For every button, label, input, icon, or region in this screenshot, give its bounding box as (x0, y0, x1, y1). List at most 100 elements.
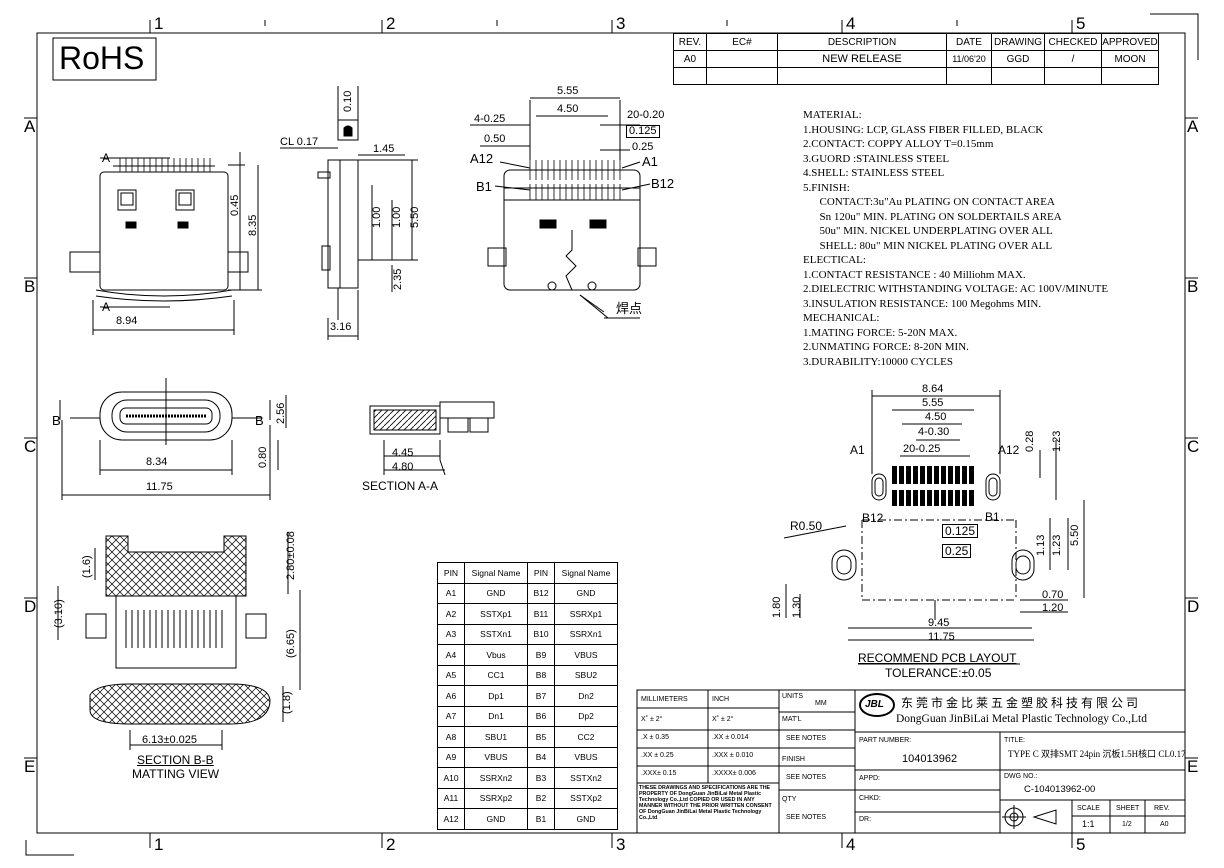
zone-left-e: E (24, 757, 36, 776)
pin-cell: B7 (527, 685, 555, 707)
tb-dr: DR: (859, 816, 872, 823)
zone-ticks (24, 20, 1198, 848)
description-header: DESCRIPTION (777, 33, 947, 51)
rear-dim-1: 8.34 (146, 456, 168, 468)
pin-cell: B1 (527, 808, 555, 830)
drawing-header: DRAWING (991, 33, 1045, 51)
top-dim-1: 5.55 (557, 85, 579, 97)
top-label-a1: A1 (642, 154, 658, 169)
spec-notes: MATERIAL: 1.HOUSING: LCP, GLASS FIBER FI… (803, 109, 1109, 368)
checked-value: / (1044, 50, 1102, 68)
side-dim-2: 0.10 (342, 90, 354, 112)
pcb-dim-5: 20-0.25 (903, 443, 941, 455)
tb-scale: 1:1 (1082, 819, 1095, 829)
zone-left-c: C (24, 437, 37, 456)
pin-cell: B10 (527, 623, 555, 645)
side-dim-5: 5.50 (409, 206, 421, 228)
projection-symbol-icon (1002, 805, 1057, 829)
pin-cell: A7 (437, 705, 465, 727)
pcb-dim-18: 0.70 (1042, 589, 1064, 601)
side-cl-dim: CL 0.17 (280, 136, 319, 148)
side-dim-6: 2.35 (392, 268, 404, 290)
pin-cell: A9 (437, 746, 465, 768)
pcb-dim-22: 9.45 (928, 617, 950, 629)
pin-cell: B6 (527, 705, 555, 727)
tb-chkd: CHKD: (859, 795, 881, 802)
pin-header-a: PIN (437, 562, 465, 584)
pcb-dim-7: 1.23 (1051, 430, 1063, 452)
date-header: DATE (946, 33, 992, 51)
rear-section-mark-left: B (52, 413, 61, 428)
pin-cell: B11 (527, 603, 555, 625)
tb-company-en: DongGuan JinBiLai Metal Plastic Technolo… (896, 713, 1147, 725)
pcb-dim-16: 1.23 (1051, 534, 1063, 556)
zone-left-b: B (24, 277, 36, 296)
signal-cell: SSTXp1 (464, 603, 528, 625)
section-bb-dim-3: 2.80±0.08 (285, 531, 297, 580)
signal-cell: Dp2 (554, 705, 618, 727)
pin-cell: B5 (527, 726, 555, 748)
zone-bottom-3: 3 (616, 835, 626, 854)
signal-cell: GND (464, 582, 528, 604)
zone-bottom-5: 5 (1076, 835, 1086, 854)
tb-tol-in-2: .XXX ± 0.010 (712, 752, 754, 759)
pin-cell: B3 (527, 767, 555, 789)
pcb-dim-2: 5.55 (922, 397, 944, 409)
approved-value: MOON (1101, 50, 1159, 68)
tb-dwg-no: C-104013962-00 (1024, 784, 1096, 795)
pcb-dim-19: 1.20 (1042, 602, 1064, 614)
section-bb-dim-4: (6.65) (285, 629, 297, 658)
tb-units-value: MM (815, 700, 827, 707)
top-solder-label: 焊点 (616, 301, 643, 316)
tb-tol-in-1: .XX ± 0.014 (712, 734, 749, 741)
top-label-a12: A12 (470, 151, 494, 166)
top-view (470, 97, 657, 319)
zone-top-1: 1 (154, 14, 164, 33)
tb-sheet-label: SHEET (1116, 805, 1140, 812)
zone-right-c: C (1187, 437, 1200, 456)
pcb-dim-23: 11.75 (928, 631, 955, 643)
pcb-dim-14: 0.25 (942, 544, 972, 558)
tb-rev-label: REV. (1154, 805, 1170, 812)
pin-cell: A8 (437, 726, 465, 748)
zone-top-3: 3 (616, 14, 626, 33)
title-block-grid (636, 689, 1186, 834)
tb-logo-text: JBL (865, 699, 884, 710)
signal-cell: SSRXp1 (554, 603, 618, 625)
tb-tol-in-3: .XXXX± 0.006 (712, 770, 756, 777)
signal-cell: SSRXn1 (554, 623, 618, 645)
checked-header: CHECKED (1044, 33, 1102, 51)
top-dim-2: 4.50 (557, 103, 579, 115)
zone-top-5: 5 (1076, 14, 1086, 33)
side-dim-4: 1.00 (391, 206, 403, 228)
pcb-dim-15: 1.13 (1035, 534, 1047, 556)
drawing-value: GGD (991, 50, 1045, 68)
tb-matl: MAT'L (782, 716, 802, 723)
tb-disclaimer: THESE DRAWINGS AND SPECIFICATIONS ARE TH… (639, 785, 772, 822)
section-aa-title: SECTION A-A (362, 479, 439, 493)
tb-see-notes-2: SEE NOTES (786, 774, 827, 781)
zone-top-2: 2 (386, 14, 396, 33)
pcb-label-b12: B12 (862, 511, 884, 525)
signal-cell: SSRXn2 (464, 767, 528, 789)
ec-header: EC# (706, 33, 778, 51)
signal-header-a: Signal Name (464, 562, 528, 584)
signal-cell: GND (464, 808, 528, 830)
tb-tol-mm-1: .X ± 0.35 (641, 734, 669, 741)
top-dim-5: 0.50 (484, 133, 506, 145)
approved-header: APPROVED (1101, 33, 1159, 51)
front-section-mark-top: A (102, 151, 111, 165)
rear-section-mark-right: B (255, 413, 264, 428)
signal-cell: CC2 (554, 726, 618, 748)
top-dim-7: 0.25 (632, 141, 654, 153)
section-aa-dim-2: 4.80 (392, 461, 414, 473)
zone-bottom-1: 1 (154, 835, 164, 854)
pcb-dim-17: 5.50 (1069, 524, 1081, 546)
